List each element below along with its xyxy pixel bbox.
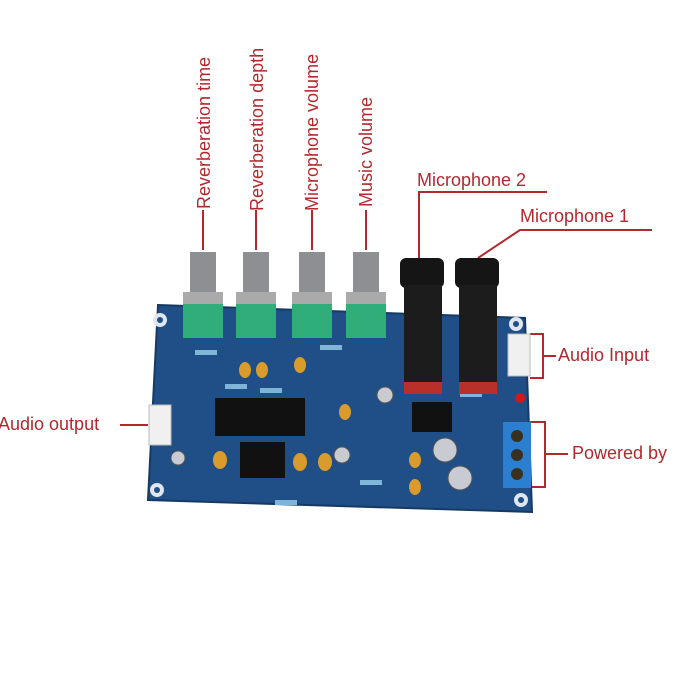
microphone-jacks [400,258,499,394]
label-reverberation-depth: Reverberation depth [247,47,267,211]
label-powered-by: Powered by [572,443,668,463]
potentiometers [183,252,386,338]
label-audio-output: Audio output [0,414,100,434]
label-music-volume: Music volume [356,96,376,207]
callout-lines [120,191,652,488]
label-audio-input: Audio Input [558,345,650,365]
label-microphone-1: Microphone 1 [520,206,630,226]
label-reverberation-time: Reverberation time [194,56,214,209]
label-microphone-2: Microphone 2 [417,170,527,190]
label-microphone-volume: Microphone volume [302,53,322,211]
